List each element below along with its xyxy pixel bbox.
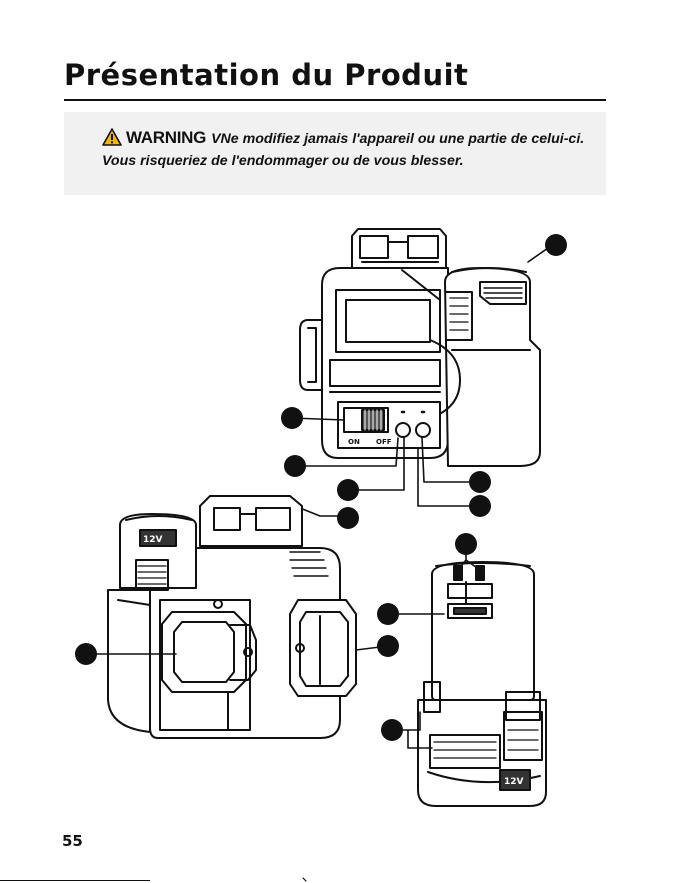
battery-label-2: 12V (504, 777, 524, 787)
laser-level-front-view: 12V (108, 496, 356, 738)
battery-pack: 12V (418, 562, 546, 806)
battery-label-1: 12V (143, 535, 163, 545)
laser-level-rear-view: ON OFF (300, 229, 540, 466)
footer-line (0, 880, 150, 881)
switch-off-mark: OFF (376, 438, 392, 446)
switch-on-mark: ON (348, 438, 360, 446)
callout-dots-front (75, 643, 97, 665)
page-number: 55 (62, 832, 83, 850)
